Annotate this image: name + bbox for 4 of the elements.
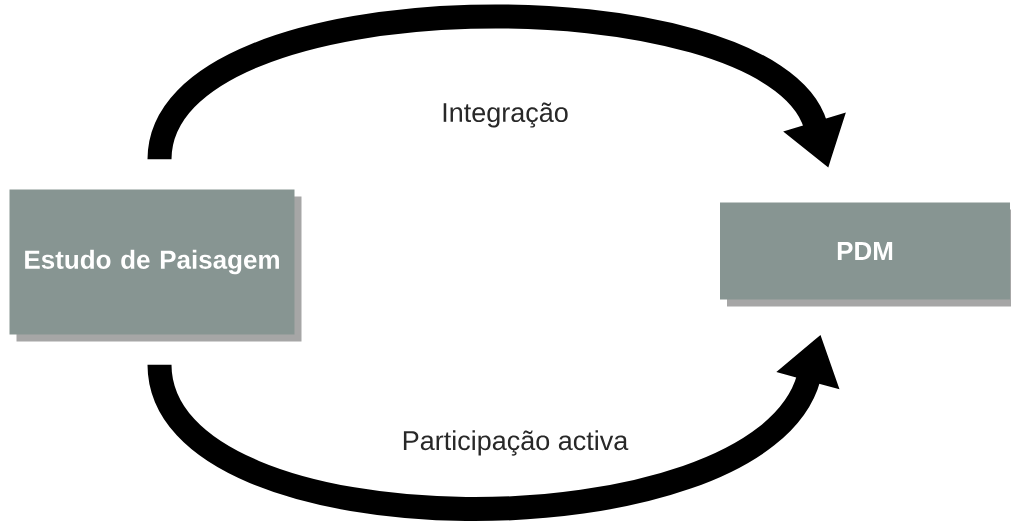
process-box: PDM: [720, 202, 1011, 307]
process-box: Estudo de Paisagem: [9, 189, 302, 342]
edge-label: Integração: [443, 102, 568, 128]
edge-label: Participação activa: [403, 430, 629, 456]
